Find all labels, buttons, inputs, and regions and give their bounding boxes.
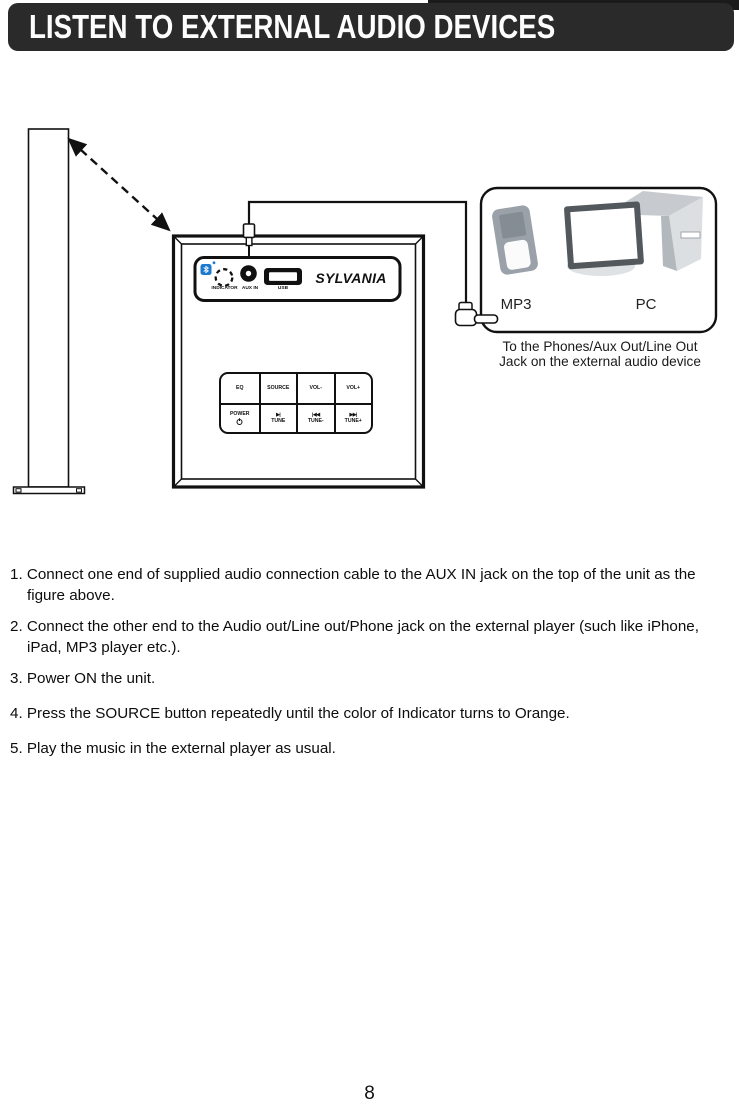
caption-line-1: To the Phones/Aux Out/Line Out <box>502 339 698 354</box>
page-title-bar: LISTEN TO EXTERNAL AUDIO DEVICES <box>8 3 734 51</box>
source-button-label: SOURCE <box>267 384 290 391</box>
aux-in-label: AUX IN <box>241 285 259 291</box>
power-button[interactable]: POWER <box>221 403 259 432</box>
pc-illustration <box>564 191 703 276</box>
indicator-light <box>214 268 234 287</box>
page-number: 8 <box>364 1083 375 1104</box>
power-button-label: POWER <box>229 410 250 417</box>
tune-up-button[interactable]: ▶▶| TUNE+ <box>333 403 371 432</box>
connection-caption: To the Phones/Aux Out/Line Out Jack on t… <box>478 339 722 369</box>
right-angle-plug <box>454 301 499 327</box>
eq-button-label: EQ <box>236 384 244 391</box>
instruction-step-1: 1. Connect one end of supplied audio con… <box>10 566 696 604</box>
volume-up-button[interactable]: VOL+ <box>333 374 372 403</box>
pc-label: PC <box>635 296 657 313</box>
mp3-player-illustration <box>492 205 538 275</box>
aux-in-jack <box>240 265 257 282</box>
caption-line-2: Jack on the external audio device <box>499 353 701 369</box>
indicator-label: INDICATOR <box>211 285 238 291</box>
tune-button-label: TUNE <box>271 418 286 425</box>
volume-down-label: VOL- <box>309 384 322 391</box>
power-icon <box>236 418 243 426</box>
instruction-step-2: 2. Connect the other end to the Audio ou… <box>10 618 699 656</box>
usb-label: USB <box>277 285 289 291</box>
instruction-step-3: 3. Power ON the unit. <box>10 670 156 687</box>
brand-logo: SYLVANIA <box>315 270 387 286</box>
instructions-list: 1. Connect one end of supplied audio con… <box>10 564 712 769</box>
usb-port <box>264 268 302 285</box>
instruction-step-5: 5. Play the music in the external player… <box>10 740 336 757</box>
connection-diagram <box>12 128 718 495</box>
control-button-grid: EQ SOURCE VOL- VOL+ POWER ▶| TUNE |◀◀ TU… <box>219 372 373 434</box>
volume-up-label: VOL+ <box>346 384 361 391</box>
audio-cable <box>247 200 468 305</box>
tune-up-label: TUNE+ <box>344 418 362 425</box>
zoom-callout-arrow <box>67 137 171 232</box>
tune-down-label: TUNE- <box>307 418 324 425</box>
next-track-icon: ▶▶| <box>349 412 358 418</box>
previous-track-icon: |◀◀ <box>311 412 320 418</box>
bluetooth-icon <box>200 261 216 275</box>
source-button[interactable]: SOURCE <box>258 374 297 403</box>
tune-down-button[interactable]: |◀◀ TUNE- <box>296 403 334 432</box>
page-title: LISTEN TO EXTERNAL AUDIO DEVICES <box>29 8 556 45</box>
tower-speaker-illustration <box>12 128 86 495</box>
mp3-label: MP3 <box>500 296 532 313</box>
volume-down-button[interactable]: VOL- <box>296 374 334 403</box>
aux-plug <box>242 223 256 259</box>
play-pause-icon: ▶| <box>276 412 281 418</box>
instruction-step-4: 4. Press the SOURCE button repeatedly un… <box>10 705 570 722</box>
tune-button[interactable]: ▶| TUNE <box>258 403 296 432</box>
eq-button[interactable]: EQ <box>221 374 259 403</box>
